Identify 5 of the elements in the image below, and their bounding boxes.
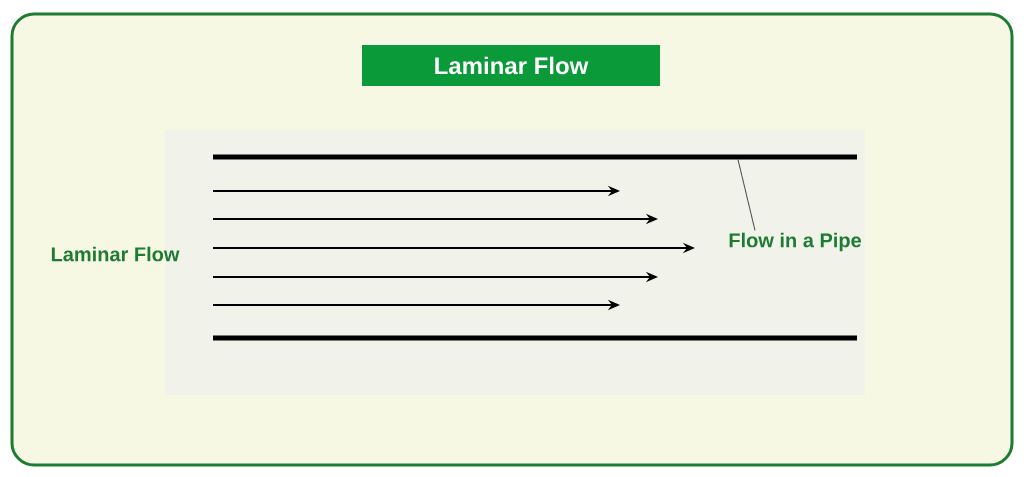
pipe-wall [213,154,857,160]
callout-text: Flow in a Pipe [729,232,861,252]
title-banner: Laminar Flow [362,45,660,86]
side-label: Laminar Flow [51,246,180,262]
leader-line [737,159,756,231]
